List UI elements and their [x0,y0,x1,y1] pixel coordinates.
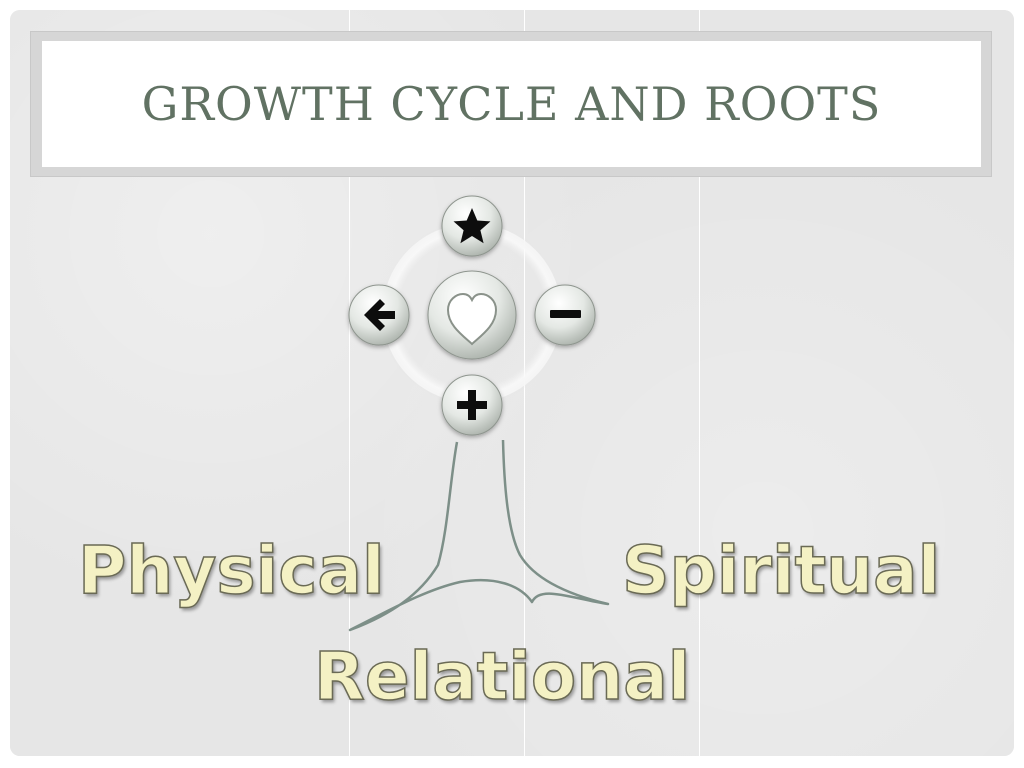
heart-icon [446,292,498,346]
minus-icon [550,310,581,318]
cycle-roots-graphic [348,195,610,632]
star-icon [453,208,491,244]
relational-label: Relational [313,638,691,715]
page-title: GROWTH CYCLE AND ROOTS [141,77,882,131]
slide: GROWTH CYCLE AND ROOTS [10,10,1014,756]
column-divider [349,10,350,756]
column-divider [699,10,700,756]
star-button[interactable] [441,195,503,257]
plus-icon [457,390,487,420]
heart-button[interactable] [427,270,517,360]
physical-label: Physical [77,532,385,609]
minus-button[interactable] [534,284,596,346]
roots-trunk-line [348,439,610,632]
title-box: GROWTH CYCLE AND ROOTS [42,41,981,167]
arrow-left-icon [364,299,395,331]
spiritual-label: Spiritual [621,532,941,609]
plus-button[interactable] [441,374,503,436]
back-button[interactable] [348,284,410,346]
